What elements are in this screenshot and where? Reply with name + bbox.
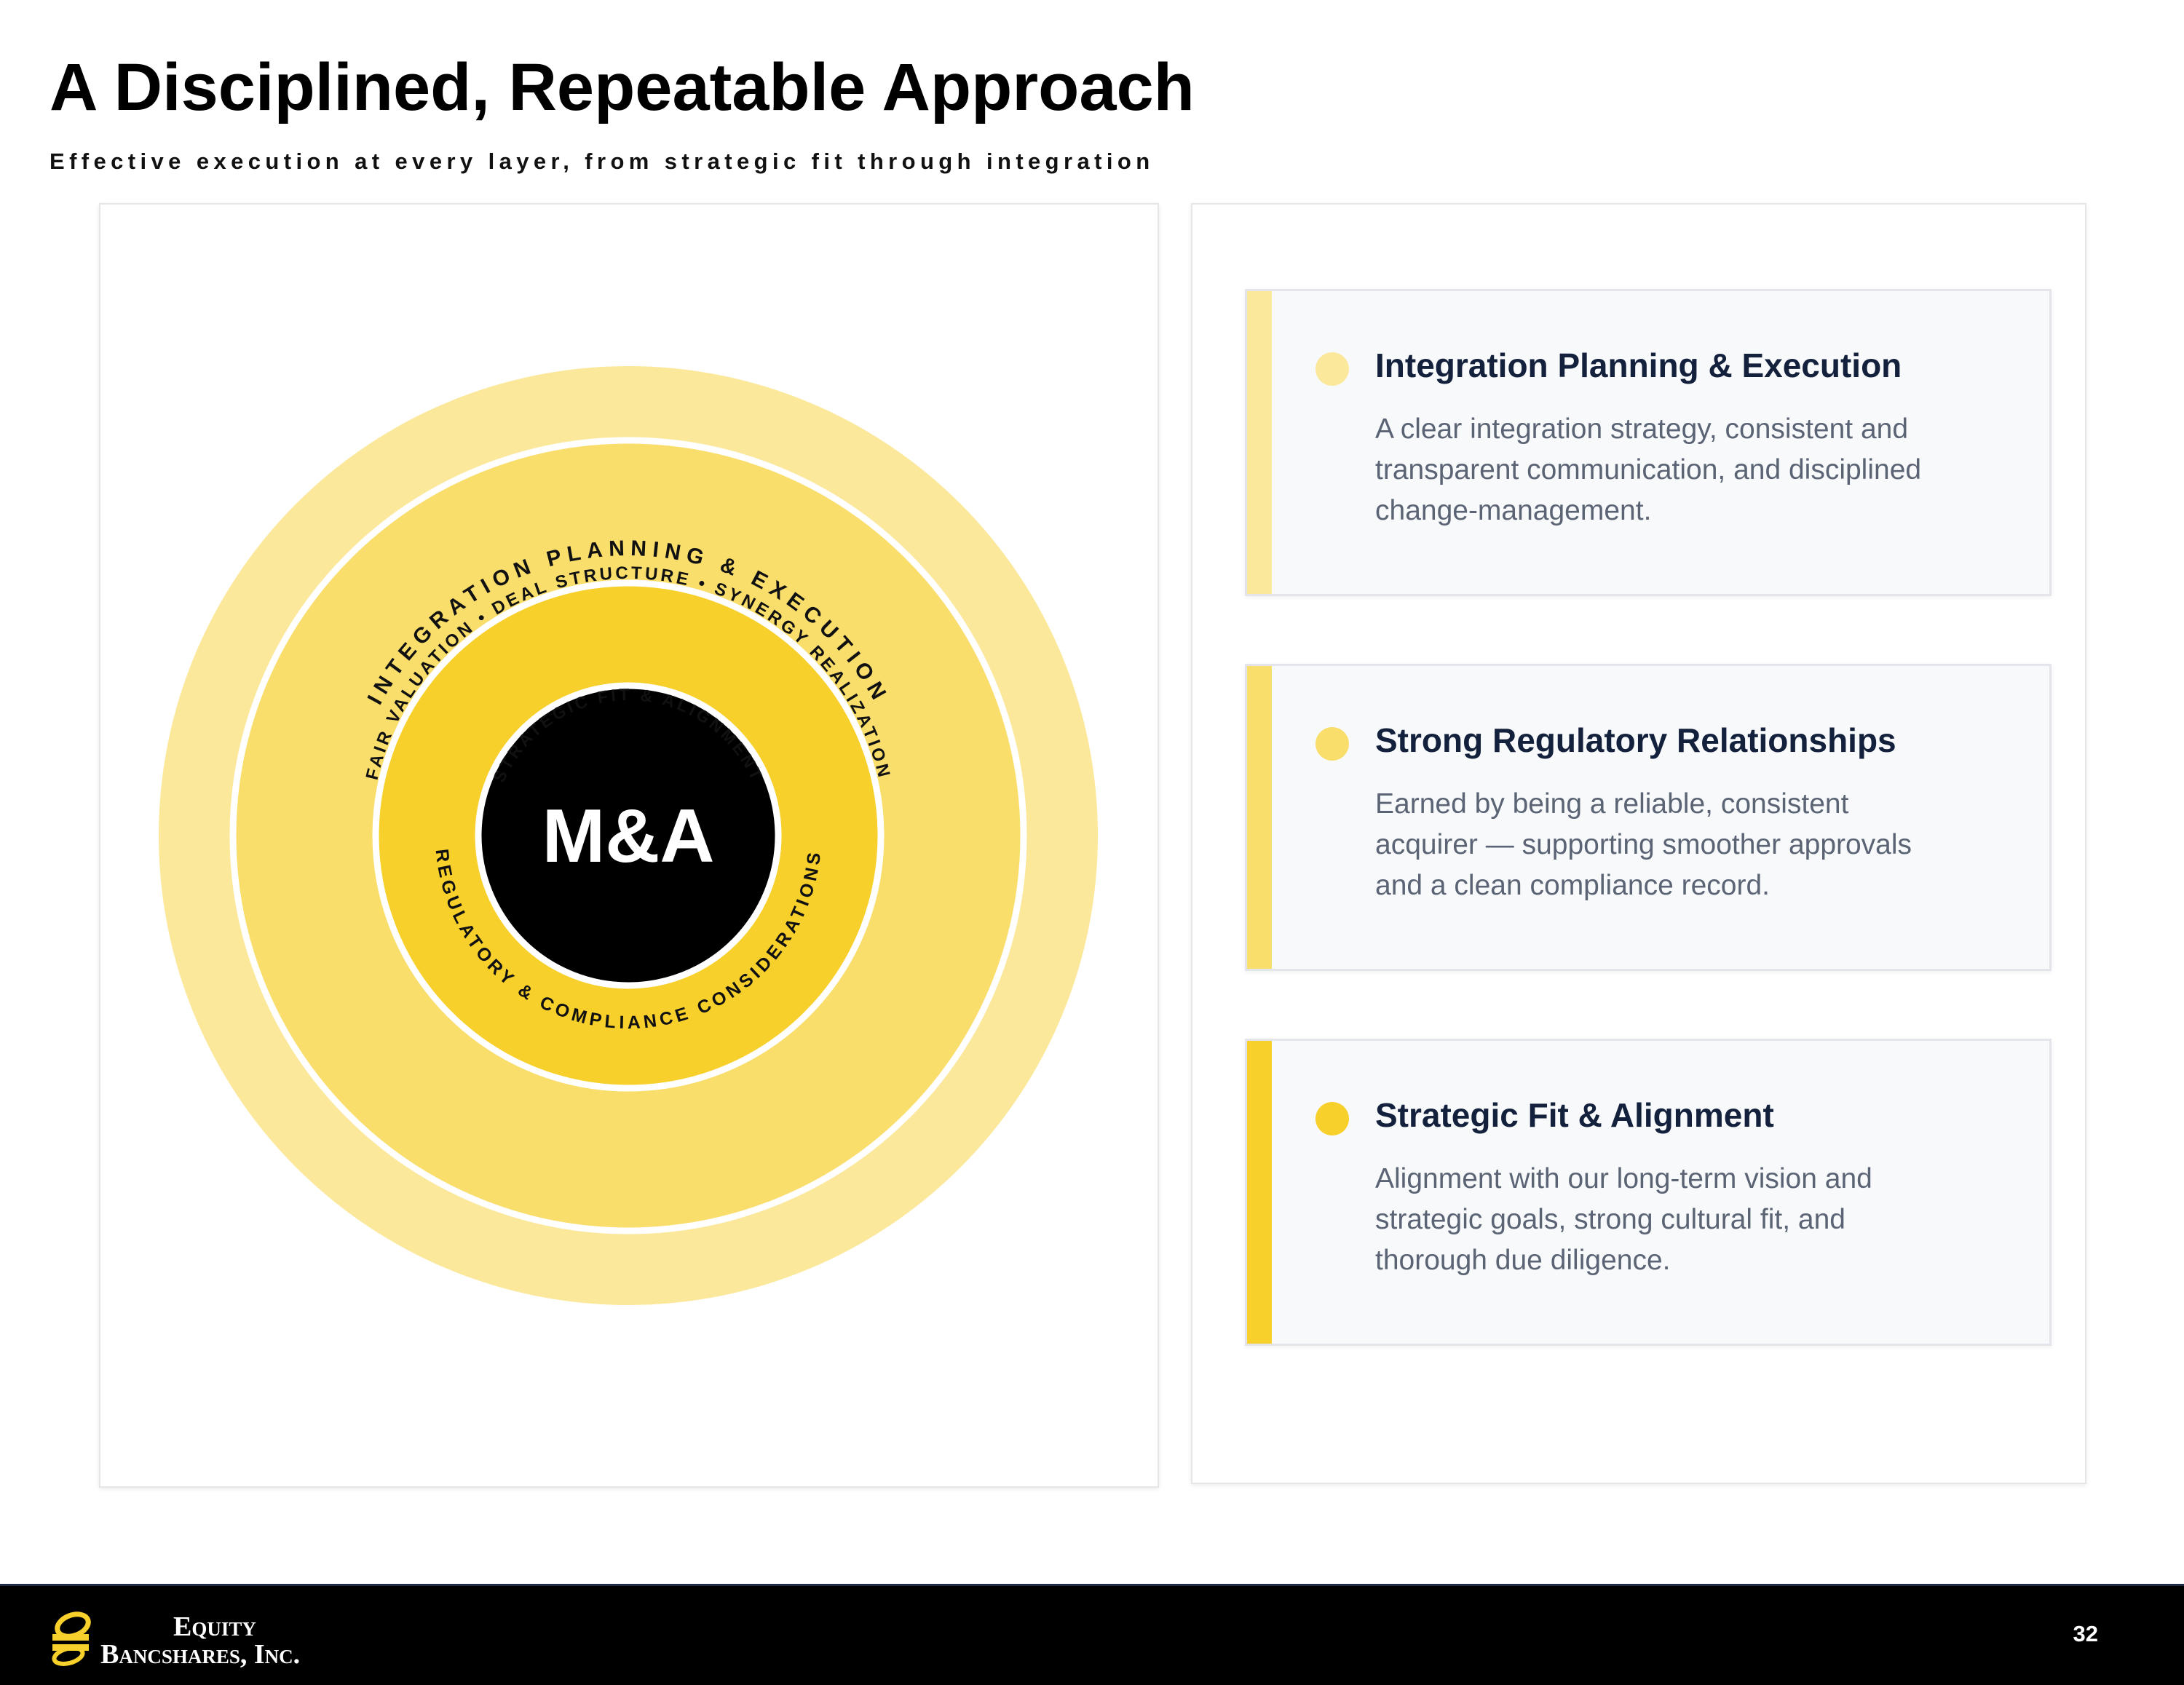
card-title: Strategic Fit & Alignment [1375,1096,1774,1134]
card-body: Earned by being a reliable, consistent a… [1375,788,1912,901]
footer-bar: Equity Bancshares, Inc. 32 [0,1584,2184,1685]
bullet-dot-icon [1315,727,1349,761]
page-number: 32 [2073,1621,2098,1646]
equity-swirl-logo-icon [52,1611,91,1666]
card-strategic-fit: Strategic Fit & Alignment Alignment with… [1245,1039,2052,1346]
card-body: A clear integration strategy, consistent… [1375,413,1922,526]
card-title: Strong Regulatory Relationships [1375,721,1896,759]
card-accent-bar [1247,291,1272,594]
card-title: Integration Planning & Execution [1375,346,1902,384]
card-body: Alignment with our long-term vision and … [1375,1163,1872,1276]
bullet-dot-icon [1315,1102,1349,1135]
logo-text-line1: Equity [173,1611,256,1642]
bullet-dot-icon [1315,352,1349,386]
card-integration-planning: Integration Planning & Execution A clear… [1245,289,2052,596]
card-regulatory-relationships: Strong Regulatory Relationships Earned b… [1245,664,2052,971]
card-accent-bar [1247,1041,1272,1344]
card-accent-bar [1247,666,1272,969]
logo-text-line2: Bancshares, Inc. [100,1639,301,1670]
page-title: A Disciplined, Repeatable Approach [50,50,1195,124]
core-circle [475,682,782,989]
core-label: M&A [542,794,715,879]
page-subtitle: Effective execution at every layer, from… [50,148,1155,174]
